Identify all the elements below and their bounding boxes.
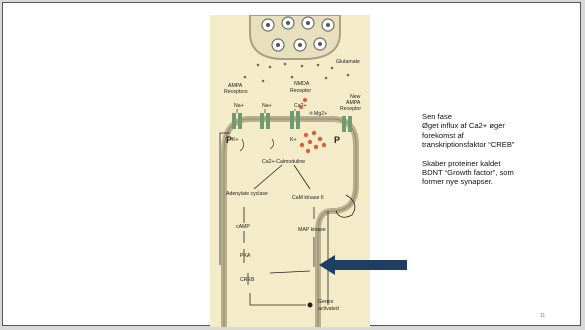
phosphate-label-2: P <box>334 135 340 145</box>
mg-ion <box>309 111 312 114</box>
calmodulin-label: Ca2+-Calmoduline <box>262 159 305 165</box>
ampa-receptors-label-2: Receptors <box>224 89 248 95</box>
k-label-1: K+ <box>232 137 239 143</box>
map-kinase-label: MAP kinase <box>298 227 326 233</box>
pointer-arrow <box>319 255 409 275</box>
body-line: transkriptionsfaktor “CREB” <box>422 140 582 149</box>
k-label-2: K+ <box>290 137 297 143</box>
ca-ion <box>299 105 303 109</box>
body-line: Øget influx af Ca2+ øger <box>422 121 582 130</box>
page-number: 11 <box>540 313 545 319</box>
nmda-receptor-label: NMDA <box>294 81 310 87</box>
phosphate-label-1: P <box>226 135 232 145</box>
synapse-diagram: Glutamate AMPA Receptors NMDA Receptor N… <box>210 15 370 327</box>
nmda-receptor-label-2: Receptor <box>290 88 311 94</box>
genes-label: Genes <box>318 299 334 305</box>
glutamate-label: Glutamate <box>336 59 360 65</box>
body-line: Sen fase <box>422 112 582 121</box>
cam-kinase-label: CaM kinase II <box>292 195 324 201</box>
pka-label: PKA <box>240 253 251 259</box>
adenylate-cyclase-label: Adenylate cyclase <box>226 191 268 197</box>
ca-ion <box>303 98 307 102</box>
creb-label: CREB <box>240 277 255 283</box>
na-label-1: Na+ <box>234 103 244 109</box>
body-line: BDNT “Growth factor”, som <box>422 168 582 177</box>
body-line: Skaber proteiner kaldet <box>422 159 582 168</box>
genes-label-2: activated <box>318 306 339 312</box>
camp-label: cAMP <box>236 224 250 230</box>
slide: Glutamate AMPA Receptors NMDA Receptor N… <box>2 2 581 326</box>
new-ampa-receptor-label-3: Receptor <box>340 106 361 112</box>
body-line: former nye synapser. <box>422 177 582 186</box>
presynaptic-terminal <box>250 15 340 59</box>
na-label-2: Na+ <box>262 103 272 109</box>
body-line: forekomst af <box>422 131 582 140</box>
gene-marker <box>308 303 313 308</box>
side-text: Sen fase Øget influx af Ca2+ øger foreko… <box>422 112 582 187</box>
